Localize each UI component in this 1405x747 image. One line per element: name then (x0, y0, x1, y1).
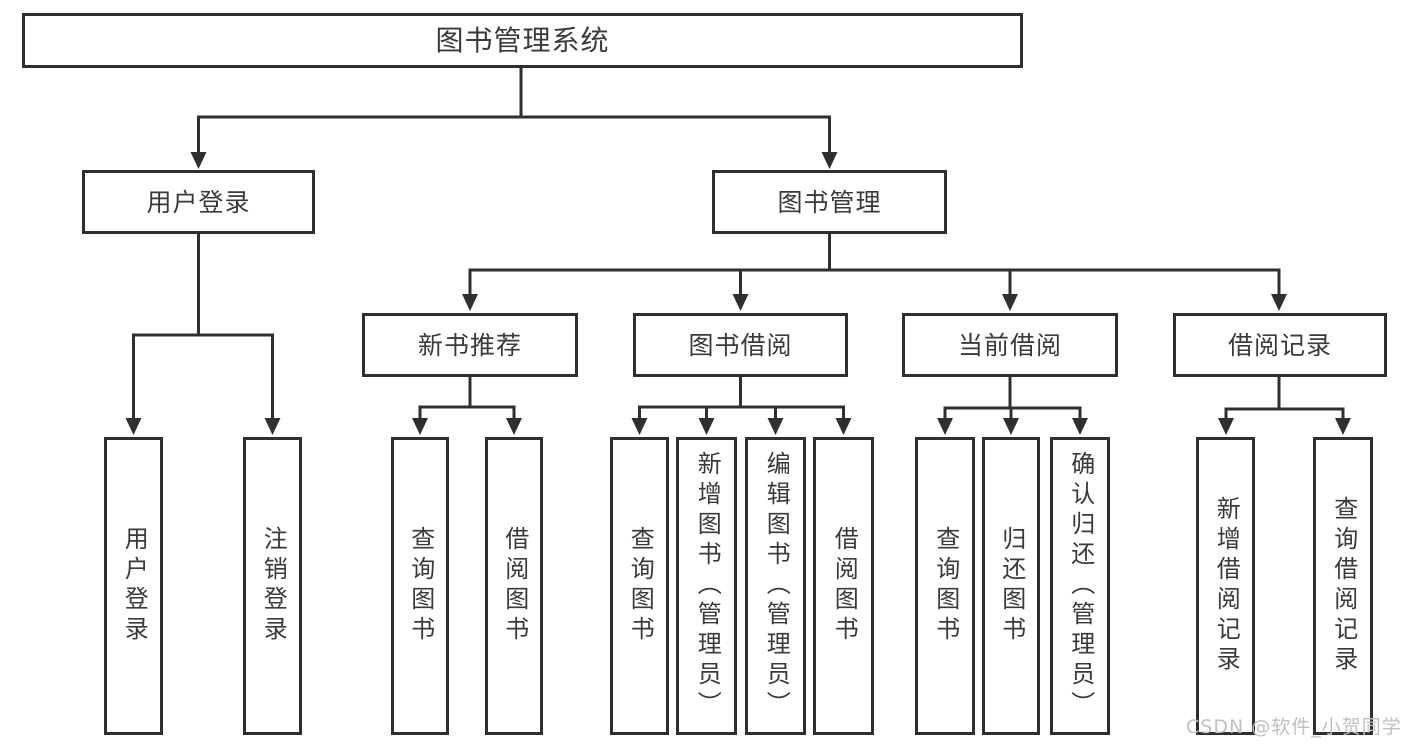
connector-user-login-branch (132, 333, 274, 424)
arrow-down-icon (462, 294, 478, 311)
arrow-down-icon (1271, 294, 1287, 311)
node-book-borrowing: 图书借阅 (633, 313, 848, 377)
arrow-down-icon (1003, 418, 1019, 435)
leaf-query-books-recommend: 查询图书 (391, 437, 449, 735)
connector-recommend-branch (418, 405, 516, 424)
arrow-down-icon (1335, 418, 1351, 435)
arrow-down-icon (1002, 294, 1018, 311)
leaf-logout: 注销登录 (243, 437, 302, 735)
connector-records-branch (1224, 407, 1345, 424)
arrow-down-icon (732, 294, 749, 311)
arrow-down-icon (821, 152, 838, 169)
leaf-borrow-books: 借阅图书 (813, 437, 874, 735)
connector-borrow-branch (638, 405, 845, 424)
node-borrowing-records: 借阅记录 (1173, 313, 1387, 377)
arrow-down-icon (125, 418, 142, 435)
node-library-management-system: 图书管理系统 (22, 13, 1023, 68)
arrow-down-icon (412, 418, 428, 435)
leaf-borrow-books-recommend: 借阅图书 (485, 437, 543, 735)
leaf-query-books-current: 查询图书 (915, 437, 975, 735)
leaf-add-borrow-record: 新增借阅记录 (1196, 437, 1255, 735)
node-new-book-recommendation: 新书推荐 (362, 313, 578, 377)
connector-current-branch (943, 406, 1082, 424)
node-book-management: 图书管理 (712, 170, 947, 234)
leaf-confirm-return-admin: 确认归还（管理员） (1050, 437, 1110, 735)
node-current-borrowing: 当前借阅 (902, 313, 1118, 377)
arrow-down-icon (1218, 418, 1234, 435)
arrow-down-icon (264, 418, 281, 435)
leaf-add-book-admin: 新增图书（管理员） (676, 437, 737, 735)
arrow-down-icon (506, 418, 522, 435)
arrow-down-icon (1072, 418, 1088, 435)
arrow-down-icon (835, 418, 852, 435)
leaf-edit-book-admin: 编辑图书（管理员） (745, 437, 806, 735)
arrow-down-icon (698, 418, 715, 435)
leaf-return-book: 归还图书 (982, 437, 1040, 735)
arrow-down-icon (937, 418, 953, 435)
connector-root-branch (197, 115, 831, 158)
connector-book-mgmt-branch (468, 268, 1281, 300)
arrow-down-icon (631, 418, 648, 435)
leaf-query-books-borrow: 查询图书 (610, 437, 669, 735)
leaf-query-borrow-record: 查询借阅记录 (1313, 437, 1373, 735)
node-user-login: 用户登录 (82, 170, 315, 234)
arrow-down-icon (767, 418, 784, 435)
watermark: CSDN @软件_小贺同学 (1186, 716, 1402, 738)
arrow-down-icon (190, 152, 207, 169)
leaf-user-login: 用户登录 (104, 437, 163, 735)
